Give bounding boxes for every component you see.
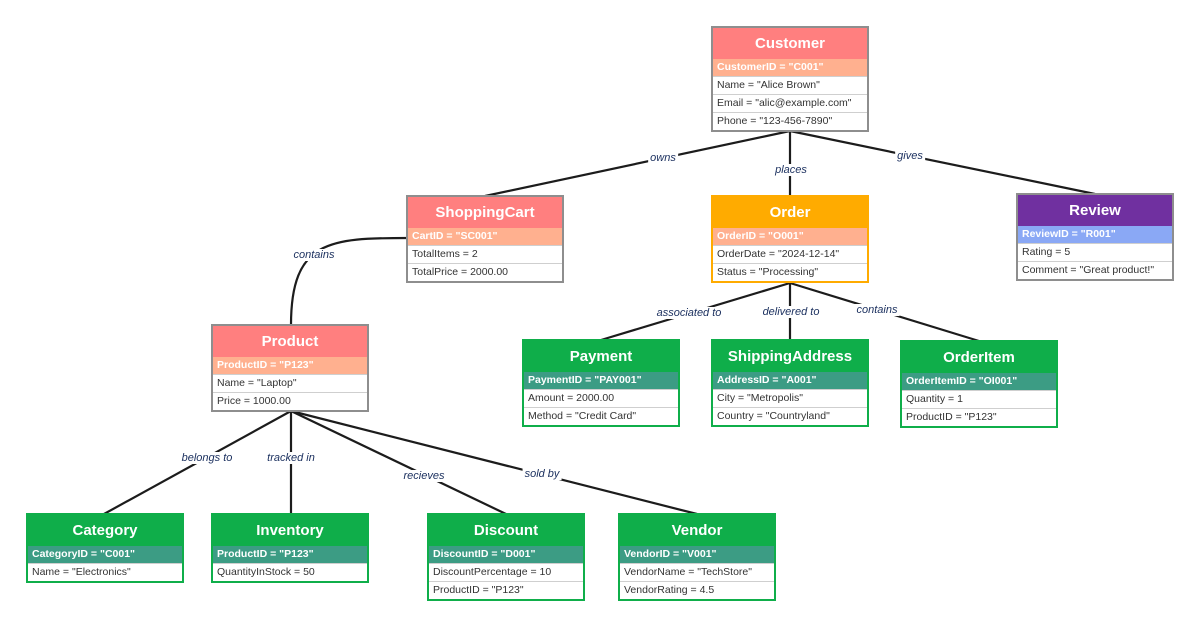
entity-order: Order OrderID = "O001" OrderDate = "2024… <box>711 195 869 283</box>
entity-attribute: ProductID = "P123" <box>429 581 583 599</box>
entity-product: Product ProductID = "P123" Name = "Lapto… <box>211 324 369 412</box>
entity-attribute: Country = "Countryland" <box>713 407 867 425</box>
entity-inventory: Inventory ProductID = "P123" QuantityInS… <box>211 513 369 583</box>
entity-discount: Discount DiscountID = "D001" DiscountPer… <box>427 513 585 601</box>
entity-title: Vendor <box>620 515 774 546</box>
entity-shopping-cart: ShoppingCart CartID = "SC001" TotalItems… <box>406 195 564 283</box>
edge-sold-by <box>290 409 698 516</box>
label-associated-to: associated to <box>654 307 724 319</box>
label-recieves: recieves <box>401 470 447 482</box>
entity-attribute: Status = "Processing" <box>713 263 867 281</box>
entity-attribute: Name = "Laptop" <box>213 374 367 392</box>
entity-attribute: Rating = 5 <box>1018 243 1172 261</box>
entity-attribute: Method = "Credit Card" <box>524 407 678 425</box>
label-sold-by: sold by <box>522 468 562 480</box>
entity-key: ReviewID = "R001" <box>1018 226 1172 243</box>
entity-attribute: QuantityInStock = 50 <box>213 563 367 581</box>
entity-payment: Payment PaymentID = "PAY001" Amount = 20… <box>522 339 680 427</box>
entity-key: ProductID = "P123" <box>213 546 367 563</box>
label-gives: gives <box>895 150 925 162</box>
entity-attribute: OrderDate = "2024-12-14" <box>713 245 867 263</box>
label-owns: owns <box>648 152 678 164</box>
entity-attribute: Amount = 2000.00 <box>524 389 678 407</box>
entity-title: Product <box>213 326 367 357</box>
entity-vendor: Vendor VendorID = "V001" VendorName = "T… <box>618 513 776 601</box>
entity-attribute: DiscountPercentage = 10 <box>429 563 583 581</box>
entity-attribute: Phone = "123-456-7890" <box>713 112 867 130</box>
entity-attribute: TotalItems = 2 <box>408 245 562 263</box>
label-places: places <box>773 164 809 176</box>
entity-key: CartID = "SC001" <box>408 228 562 245</box>
entity-attribute: ProductID = "P123" <box>902 408 1056 426</box>
edge-recieves <box>290 410 507 515</box>
entity-key: OrderItemID = "OI001" <box>902 373 1056 390</box>
label-delivered-to: delivered to <box>760 306 822 318</box>
entity-review: Review ReviewID = "R001" Rating = 5 Comm… <box>1016 193 1174 281</box>
entity-title: Customer <box>713 28 867 59</box>
entity-attribute: Name = "Alice Brown" <box>713 76 867 94</box>
edge-owns <box>484 129 791 198</box>
entity-title: Discount <box>429 515 583 546</box>
label-tracked-in: tracked in <box>265 452 317 464</box>
entity-shipping-address: ShippingAddress AddressID = "A001" City … <box>711 339 869 427</box>
entity-key: PaymentID = "PAY001" <box>524 372 678 389</box>
entity-title: Category <box>28 515 182 546</box>
entity-title: ShippingAddress <box>713 341 867 372</box>
entity-key: CustomerID = "C001" <box>713 59 867 76</box>
entity-title: Order <box>713 197 867 228</box>
entity-attribute: VendorRating = 4.5 <box>620 581 774 599</box>
entity-title: Inventory <box>213 515 367 546</box>
label-contains-order: contains <box>854 304 900 316</box>
entity-attribute: Comment = "Great product!" <box>1018 261 1172 279</box>
entity-key: AddressID = "A001" <box>713 372 867 389</box>
entity-key: ProductID = "P123" <box>213 357 367 374</box>
edge-gives <box>789 129 1096 196</box>
entity-order-item: OrderItem OrderItemID = "OI001" Quantity… <box>900 340 1058 428</box>
entity-attribute: City = "Metropolis" <box>713 389 867 407</box>
entity-title: OrderItem <box>902 342 1056 373</box>
entity-category: Category CategoryID = "C001" Name = "Ele… <box>26 513 184 583</box>
entity-title: Review <box>1018 195 1172 226</box>
entity-attribute: Email = "alic@example.com" <box>713 94 867 112</box>
entity-key: CategoryID = "C001" <box>28 546 182 563</box>
entity-title: Payment <box>524 341 678 372</box>
label-contains-cart: contains <box>291 249 337 261</box>
entity-key: OrderID = "O001" <box>713 228 867 245</box>
entity-key: VendorID = "V001" <box>620 546 774 563</box>
entity-attribute: Name = "Electronics" <box>28 563 182 581</box>
label-belongs-to: belongs to <box>179 452 235 464</box>
entity-title: ShoppingCart <box>408 197 562 228</box>
entity-attribute: VendorName = "TechStore" <box>620 563 774 581</box>
entity-attribute: Price = 1000.00 <box>213 392 367 410</box>
entity-attribute: Quantity = 1 <box>902 390 1056 408</box>
entity-customer: Customer CustomerID = "C001" Name = "Ali… <box>711 26 869 132</box>
entity-attribute: TotalPrice = 2000.00 <box>408 263 562 281</box>
entity-key: DiscountID = "D001" <box>429 546 583 563</box>
